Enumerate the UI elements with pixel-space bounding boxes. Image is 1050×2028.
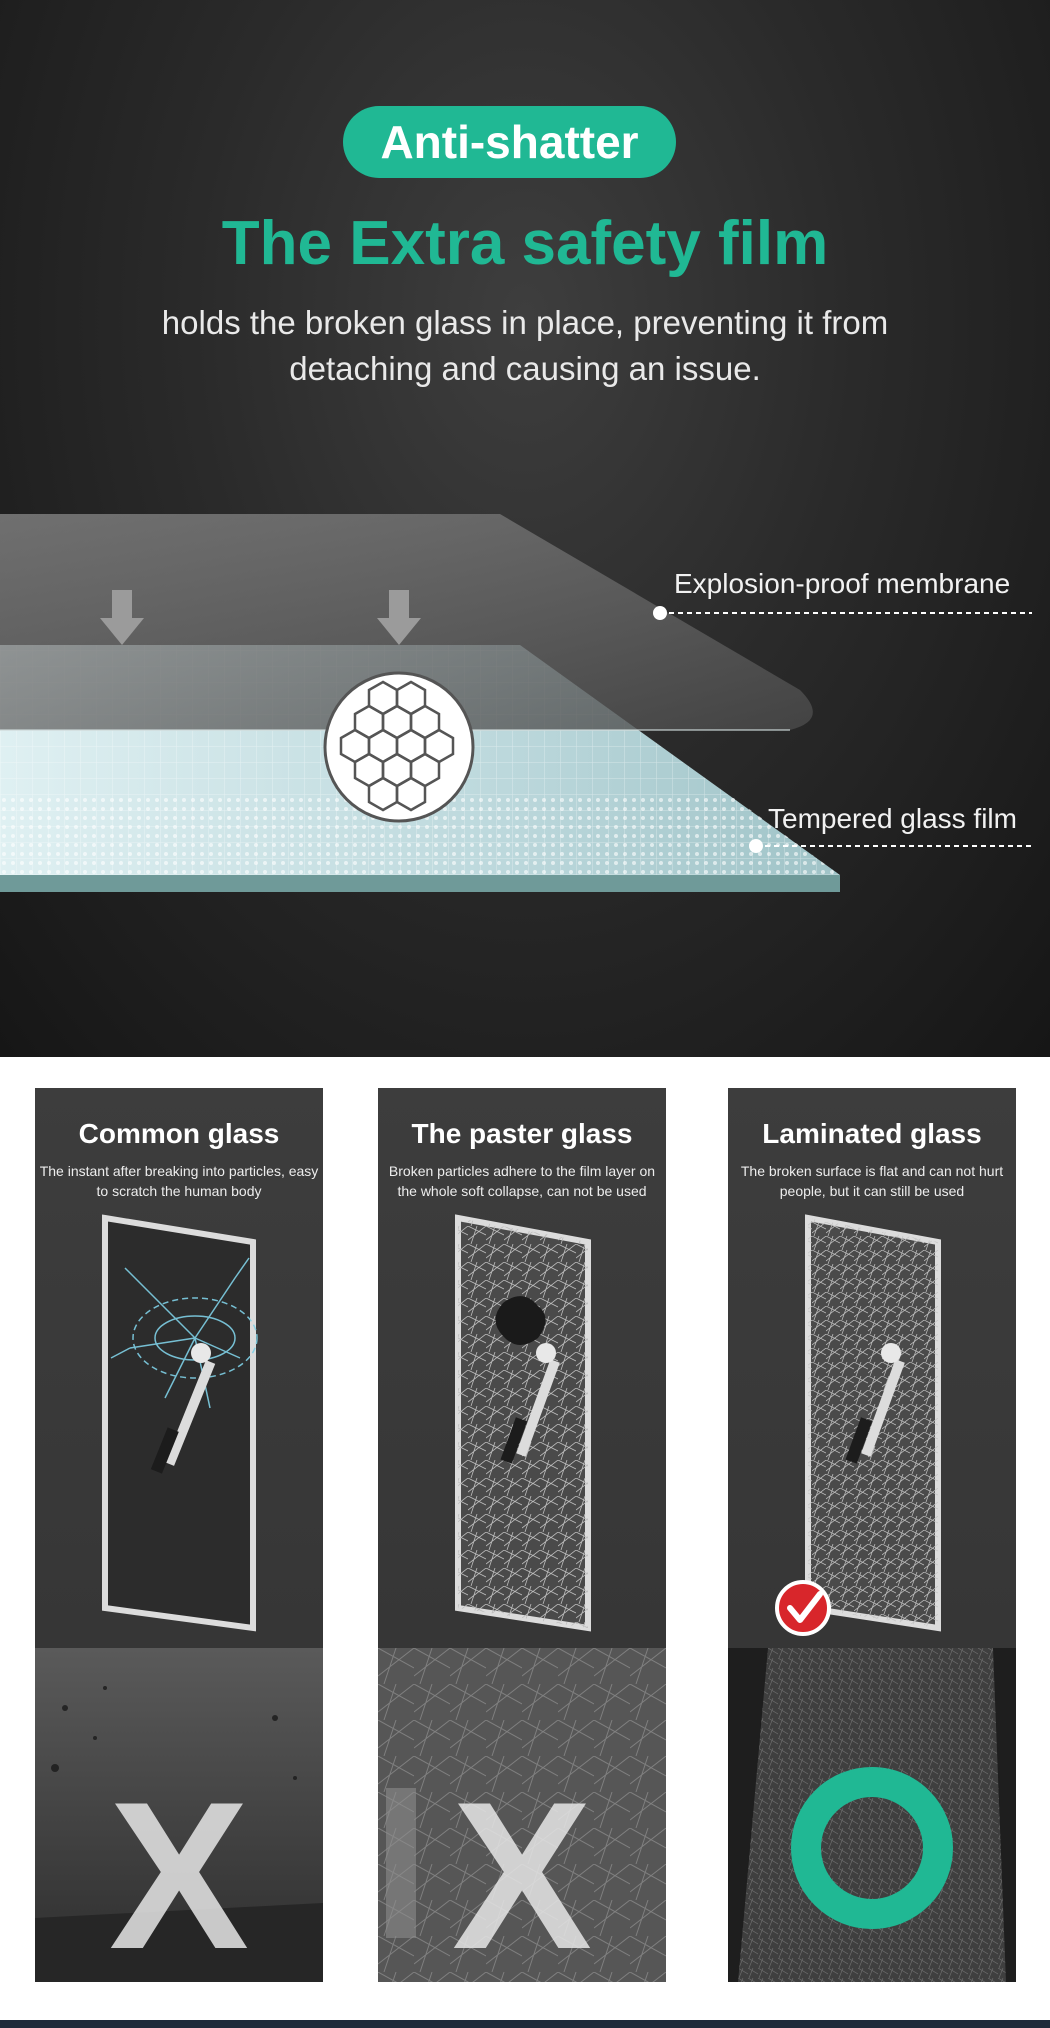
cracked-glass-photo: X [378, 1648, 666, 1982]
panel-description: The broken surface is flat and can not h… [740, 1163, 1004, 1199]
membrane-pointer [653, 606, 1032, 620]
anti-shatter-badge: Anti-shatter [343, 106, 676, 178]
tempered-pointer [749, 839, 1032, 853]
hammer-icon [150, 1343, 216, 1474]
panel-description: Broken particles adhere to the film laye… [388, 1163, 656, 1199]
arrow-down-icon [100, 590, 144, 645]
hero-section: Anti-shatter The Extra safety film holds… [0, 0, 1050, 1057]
hole-icon [495, 1296, 546, 1346]
panel-laminated-glass: Laminated glass The broken surface is fl… [728, 1088, 1016, 1982]
honeycomb-magnifier-icon [323, 671, 475, 823]
hammer-icon [845, 1343, 905, 1464]
glass-pane-illustration [102, 1214, 258, 1632]
panel-common-glass: Common glass The instant after breaking … [35, 1088, 323, 1982]
membrane-label: Explosion-proof membrane [674, 568, 1011, 599]
panel-description: The instant after breaking into particle… [39, 1163, 319, 1199]
laminated-glass-photo [728, 1648, 1016, 1982]
cross-icon: X [109, 1758, 249, 1982]
hero-headline: The Extra safety film [221, 209, 829, 278]
check-badge-icon [775, 1580, 831, 1636]
panel-paster-glass: The paster glass Broken particles adhere… [378, 1088, 666, 1982]
hammer-icon [500, 1343, 560, 1464]
glass-pane-illustration [775, 1214, 941, 1636]
glass-layers-illustration [0, 514, 1032, 892]
comparison-section: Common glass The instant after breaking … [0, 1057, 1050, 2028]
tempered-label: Tempered glass film [768, 803, 1017, 834]
bottom-strip [0, 2020, 1050, 2028]
arrow-down-icon [377, 590, 421, 645]
hero-subline: holds the broken glass in place, prevent… [161, 304, 889, 387]
circle-ok-icon [791, 1767, 953, 1929]
cross-icon: X [452, 1758, 592, 1982]
glass-pane-illustration [455, 1214, 591, 1632]
panel-title: Laminated glass [762, 1118, 982, 1149]
broken-glass-photo: X [35, 1648, 323, 1982]
panel-title: The paster glass [411, 1118, 633, 1149]
panel-title: Common glass [78, 1118, 280, 1149]
